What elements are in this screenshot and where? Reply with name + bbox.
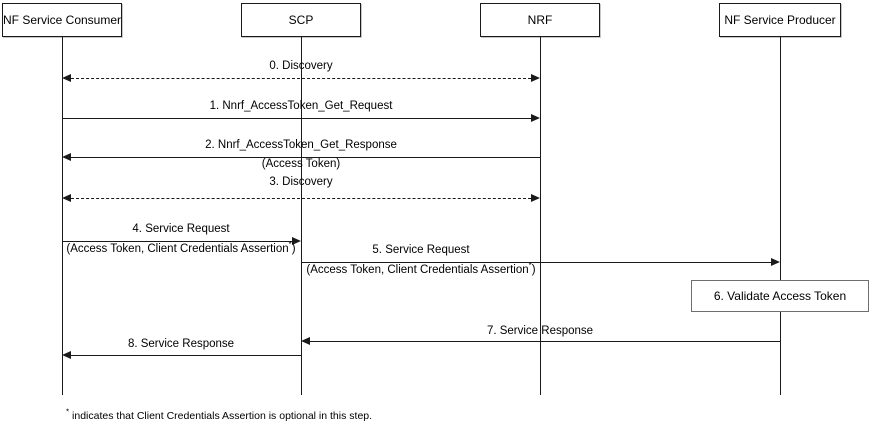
message-label-1-accesstoken-get-request: 1. Nnrf_AccessToken_Get_Request bbox=[209, 100, 393, 112]
message-line-8-service-response bbox=[71, 355, 301, 356]
note-label-6-validate-access-token: 6. Validate Access Token bbox=[713, 289, 847, 303]
message-line-3-discovery bbox=[71, 198, 531, 199]
asterisk-superscript-icon-footnote: * bbox=[66, 407, 70, 417]
asterisk-superscript-icon-4: * bbox=[288, 240, 292, 250]
arrowhead-right-message-3 bbox=[531, 194, 540, 202]
message-label-2-accesstoken-get-response: 2. Nnrf_AccessToken_Get_Response bbox=[205, 139, 397, 151]
message-line-4-service-request bbox=[62, 241, 292, 242]
arrowhead-right-message-5 bbox=[771, 258, 780, 266]
message-label-8-service-response: 8. Service Response bbox=[127, 338, 235, 350]
lifeline-nf-service-consumer bbox=[62, 37, 63, 395]
lifeline-nf-service-producer-lower bbox=[780, 312, 781, 395]
message-label-7-service-response: 7. Service Response bbox=[486, 325, 594, 337]
arrowhead-left-message-0 bbox=[62, 74, 71, 82]
arrowhead-left-message-2 bbox=[62, 153, 71, 161]
message-line-7-service-response bbox=[310, 341, 780, 342]
message-sublabel-4-access-token-assertion: (Access Token, Client Credentials Assert… bbox=[66, 240, 296, 256]
participant-label-nf-service-consumer: NF Service Consumer bbox=[2, 13, 122, 27]
message-sublabel-5-text-pre: (Access Token, Client Credentials Assert… bbox=[306, 264, 529, 276]
message-sublabel-2-access-token: (Access Token) bbox=[261, 158, 341, 170]
message-label-5-service-request: 5. Service Request bbox=[372, 244, 470, 256]
message-sublabel-4-text-pre: (Access Token, Client Credentials Assert… bbox=[66, 243, 289, 255]
footnote-asterisk-note: * indicates that Client Credentials Asse… bbox=[66, 407, 373, 423]
arrowhead-right-message-4 bbox=[292, 237, 301, 245]
participant-label-scp: SCP bbox=[288, 13, 314, 27]
arrowhead-right-message-0 bbox=[531, 74, 540, 82]
message-line-5-service-request bbox=[301, 262, 771, 263]
asterisk-superscript-icon-5: * bbox=[528, 261, 532, 271]
participant-box-nf-service-producer[interactable]: NF Service Producer bbox=[719, 3, 841, 37]
footnote-text: indicates that Client Credentials Assert… bbox=[69, 410, 373, 422]
message-label-0-discovery: 0. Discovery bbox=[269, 60, 333, 72]
lifeline-scp bbox=[301, 37, 302, 395]
message-label-4-service-request: 4. Service Request bbox=[132, 223, 230, 235]
lifeline-nrf bbox=[540, 37, 541, 395]
note-box-6-validate-access-token[interactable]: 6. Validate Access Token bbox=[691, 280, 869, 312]
participant-label-nf-service-producer: NF Service Producer bbox=[724, 13, 836, 27]
message-sublabel-5-access-token-assertion: (Access Token, Client Credentials Assert… bbox=[306, 261, 536, 277]
participant-box-nf-service-consumer[interactable]: NF Service Consumer bbox=[2, 3, 122, 37]
message-line-1-accesstoken-get-request bbox=[62, 118, 531, 119]
message-line-0-discovery bbox=[71, 78, 531, 79]
message-label-3-discovery: 3. Discovery bbox=[269, 176, 333, 188]
message-line-2-accesstoken-get-response bbox=[71, 157, 540, 158]
arrowhead-right-message-1 bbox=[531, 114, 540, 122]
message-sublabel-5-text-post: ) bbox=[531, 264, 536, 276]
arrowhead-left-message-7 bbox=[301, 337, 310, 345]
arrowhead-left-message-3 bbox=[62, 194, 71, 202]
participant-label-nrf: NRF bbox=[527, 13, 553, 27]
arrowhead-left-message-8 bbox=[62, 351, 71, 359]
participant-box-scp[interactable]: SCP bbox=[241, 3, 361, 37]
lifeline-nf-service-producer-upper bbox=[780, 37, 781, 280]
participant-box-nrf[interactable]: NRF bbox=[480, 3, 600, 37]
message-sublabel-4-text-post: ) bbox=[291, 243, 296, 255]
